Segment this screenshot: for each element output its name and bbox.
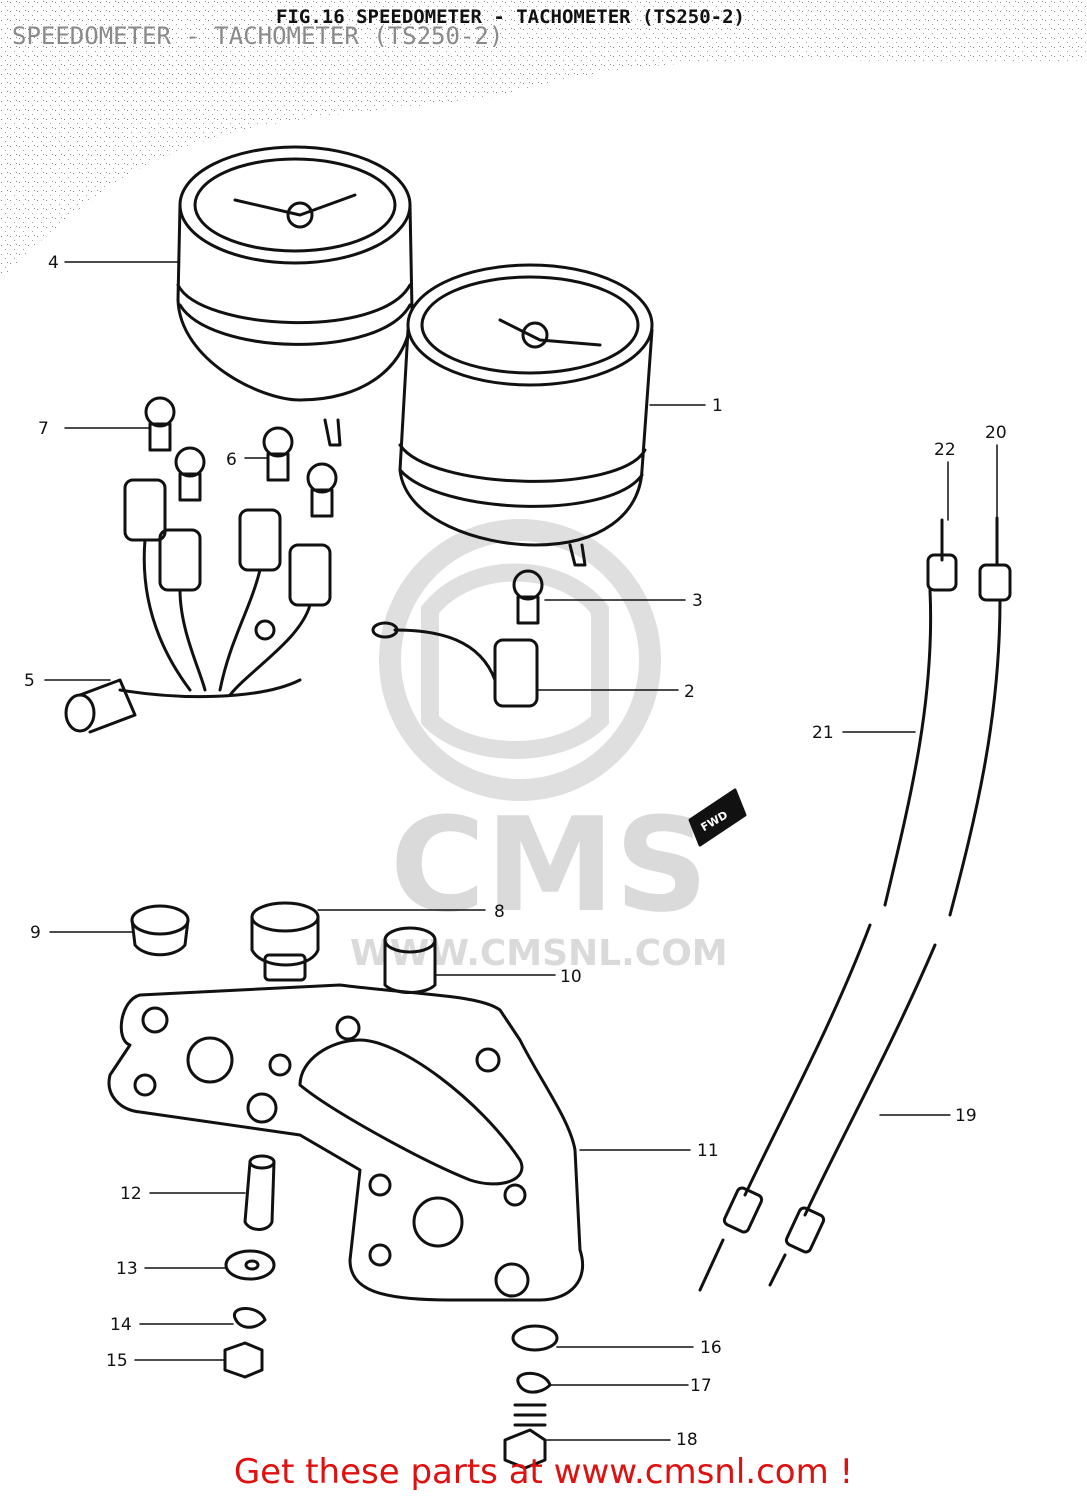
fwd-direction-arrow [688, 788, 747, 847]
callout-14: 14 [110, 1315, 132, 1335]
part-19-22-cables [698, 516, 1012, 1292]
scan-speckle [0, 0, 1087, 280]
callout-labels: 1 2 3 4 5 6 7 8 9 10 11 12 13 14 15 16 1… [24, 253, 1007, 1450]
callout-12: 12 [120, 1184, 142, 1204]
callout-20: 20 [985, 423, 1007, 443]
callout-11: 11 [697, 1141, 719, 1161]
callout-7: 7 [38, 419, 49, 439]
callout-4: 4 [48, 253, 59, 273]
watermark-brand: CMS [390, 789, 708, 941]
callout-15: 15 [106, 1351, 128, 1371]
part-1-gauge-housing [398, 263, 654, 567]
watermark: CMS WWW.CMSNL.COM [350, 519, 728, 974]
callout-10: 10 [560, 967, 582, 987]
callout-leader-lines [44, 261, 998, 1441]
part-5-wiring-harness [64, 478, 332, 734]
callout-8: 8 [494, 902, 505, 922]
callout-18: 18 [676, 1430, 698, 1450]
callout-1: 1 [712, 396, 723, 416]
part-11-bracket [107, 983, 585, 1302]
callout-21: 21 [812, 723, 834, 743]
callout-9: 9 [30, 923, 41, 943]
callout-19: 19 [955, 1106, 977, 1126]
part-12-18-fasteners [223, 1154, 559, 1470]
part-4-gauge-housing [176, 145, 414, 447]
callout-3: 3 [692, 591, 703, 611]
callout-5: 5 [24, 671, 35, 691]
callout-6: 6 [226, 450, 237, 470]
get-parts-link[interactable]: Get these parts at www.cmsnl.com ! [233, 1452, 854, 1492]
figure-title: FIG.16 SPEEDOMETER - TACHOMETER (TS250-2… [276, 6, 745, 28]
callout-2: 2 [684, 682, 695, 702]
part-6-7-bulbs [144, 396, 338, 518]
watermark-url: WWW.CMSNL.COM [350, 933, 728, 974]
callout-13: 13 [116, 1259, 138, 1279]
callout-22: 22 [934, 440, 956, 460]
callout-17: 17 [690, 1376, 712, 1396]
page-header-text: SPEEDOMETER - TACHOMETER (TS250-2) [12, 22, 504, 50]
part-2-3-bulb-socket [371, 569, 544, 708]
callout-16: 16 [700, 1338, 722, 1358]
